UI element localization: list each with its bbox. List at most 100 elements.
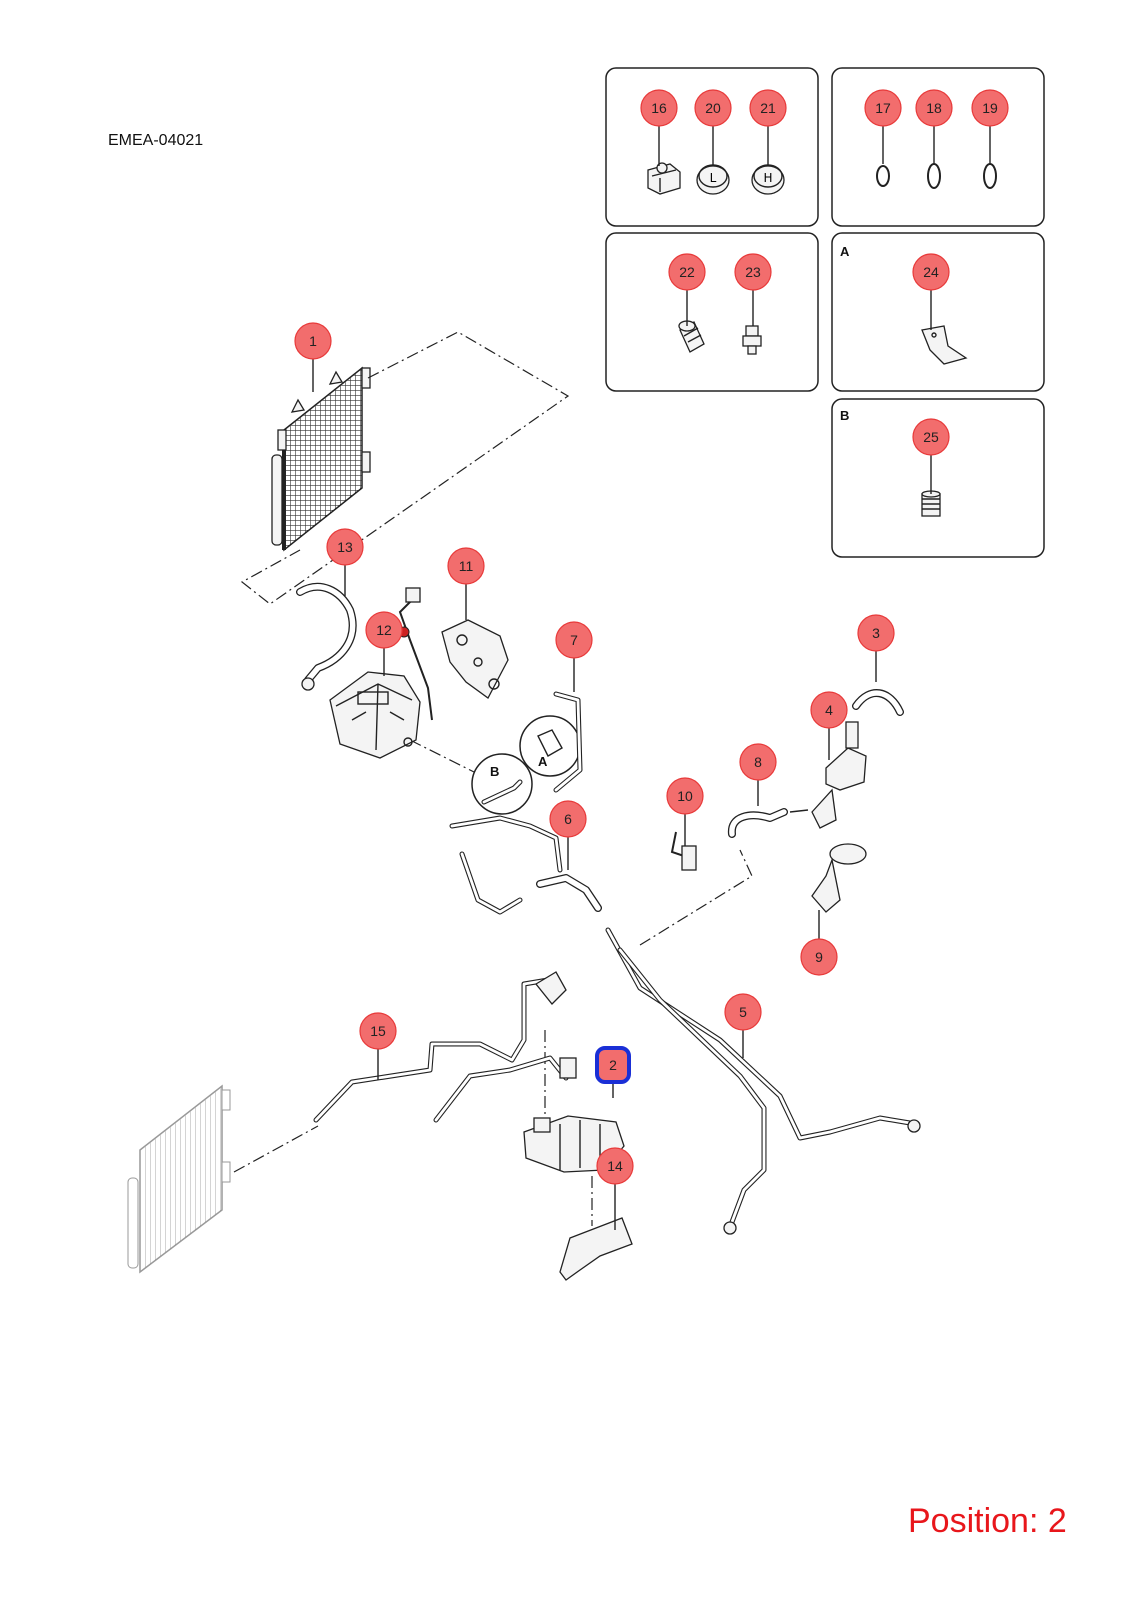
callout-highlight — [595, 1046, 631, 1084]
callout-number: 17 — [875, 100, 891, 116]
callout-4: 4 — [810, 691, 848, 760]
callout-23: 23 — [734, 253, 772, 326]
detail-circle-a: A — [519, 715, 581, 777]
detail-panel-a: A — [831, 232, 1045, 392]
callout-number: 18 — [926, 100, 942, 116]
callout-number: 6 — [564, 811, 572, 827]
valve-cap-bracket-16 — [647, 162, 681, 195]
callout-25: 25 — [912, 418, 950, 494]
callout-number: 16 — [651, 100, 667, 116]
discharge-line-7 — [553, 691, 583, 793]
callout-number: 23 — [745, 264, 761, 280]
callout-circle — [640, 89, 678, 127]
ac-line-15 — [313, 971, 577, 1123]
pressure-switch-23 — [742, 325, 762, 355]
callout-number: 11 — [459, 558, 474, 574]
callout-13: 13 — [326, 528, 364, 596]
water-valve-4 — [825, 721, 867, 791]
bracket-24 — [921, 325, 968, 365]
detail-panel-b: B — [831, 398, 1045, 558]
callout-number: 15 — [370, 1023, 386, 1039]
callout-circle — [694, 89, 732, 127]
callout-circle — [749, 89, 787, 127]
tank-bracket-14 — [559, 1217, 633, 1281]
o-ring-18 — [927, 163, 941, 189]
callout-number: 20 — [705, 100, 721, 116]
callout-number: 12 — [376, 622, 392, 638]
callout-number: 19 — [982, 100, 998, 116]
callout-20: 20 — [694, 89, 732, 166]
callout-number: 5 — [739, 1004, 747, 1020]
callout-number: 22 — [679, 264, 695, 280]
callout-1: 1 — [294, 322, 332, 392]
callout-17: 17 — [864, 89, 902, 164]
callout-circle — [734, 253, 772, 291]
detail-circle-b: B — [471, 753, 533, 815]
callout-22: 22 — [668, 253, 706, 326]
callout-number: 24 — [923, 264, 939, 280]
hose-line-5 — [605, 927, 921, 1235]
callout-6: 6 — [549, 800, 587, 870]
callout-circle — [549, 800, 587, 838]
callout-2: 2 — [595, 1046, 631, 1098]
hose-3 — [852, 689, 904, 716]
callout-circle — [365, 611, 403, 649]
position-label: Position: 2 — [908, 1502, 1067, 1540]
callout-circle — [912, 253, 950, 291]
callout-number: 10 — [677, 788, 693, 804]
callout-16: 16 — [640, 89, 678, 166]
callout-number: 3 — [872, 625, 880, 641]
pressure-sensor-22 — [678, 320, 705, 353]
callout-number: 7 — [570, 632, 578, 648]
callout-11: 11 — [447, 547, 485, 620]
detail-b-letter: B — [490, 764, 499, 779]
callout-circle — [294, 322, 332, 360]
electrical-harness-12 — [398, 587, 433, 721]
callout-circle — [810, 691, 848, 729]
cap-low-letter: L — [710, 171, 717, 185]
callout-number: 13 — [337, 539, 353, 555]
callout-14: 14 — [596, 1147, 634, 1230]
callout-circle — [857, 614, 895, 652]
callout-5: 5 — [724, 993, 762, 1058]
callout-9: 9 — [800, 910, 838, 976]
detail-panel-orings — [831, 67, 1045, 227]
callout-number: 1 — [309, 333, 317, 349]
callout-number: 8 — [754, 754, 762, 770]
detail-a-letter: A — [538, 754, 548, 769]
coolant-hose-8 — [727, 808, 809, 838]
callout-circle — [668, 253, 706, 291]
callout-circle — [326, 528, 364, 566]
callout-number: 25 — [923, 429, 939, 445]
callout-number: 21 — [760, 100, 776, 116]
detail-panel-sensors — [605, 232, 819, 392]
cap-high-letter: H — [763, 171, 772, 185]
condenser-1 — [271, 366, 371, 552]
callout-12: 12 — [365, 611, 403, 676]
callout-circle — [915, 89, 953, 127]
callout-18: 18 — [915, 89, 953, 164]
callout-circle — [912, 418, 950, 456]
panel-a-letter: A — [840, 244, 850, 259]
o-ring-17 — [876, 165, 890, 187]
detail-panel-caps — [605, 67, 819, 227]
panel-b-letter: B — [840, 408, 849, 423]
callout-circle — [666, 777, 704, 815]
filter-insert-25 — [921, 490, 941, 517]
callout-circle — [800, 938, 838, 976]
service-cap-low-20: L — [696, 164, 730, 195]
callout-3: 3 — [857, 614, 895, 682]
callout-15: 15 — [359, 1012, 397, 1080]
callout-10: 10 — [666, 777, 704, 846]
document-id: EMEA-04021 — [108, 132, 204, 149]
callout-circle — [971, 89, 1009, 127]
callout-circle — [359, 1012, 397, 1050]
callout-7: 7 — [555, 621, 593, 692]
liquid-line-6 — [449, 815, 602, 915]
service-cap-high-21: H — [751, 164, 785, 195]
callout-circle — [864, 89, 902, 127]
mounting-bracket-11 — [441, 619, 509, 699]
callout-circle — [447, 547, 485, 585]
